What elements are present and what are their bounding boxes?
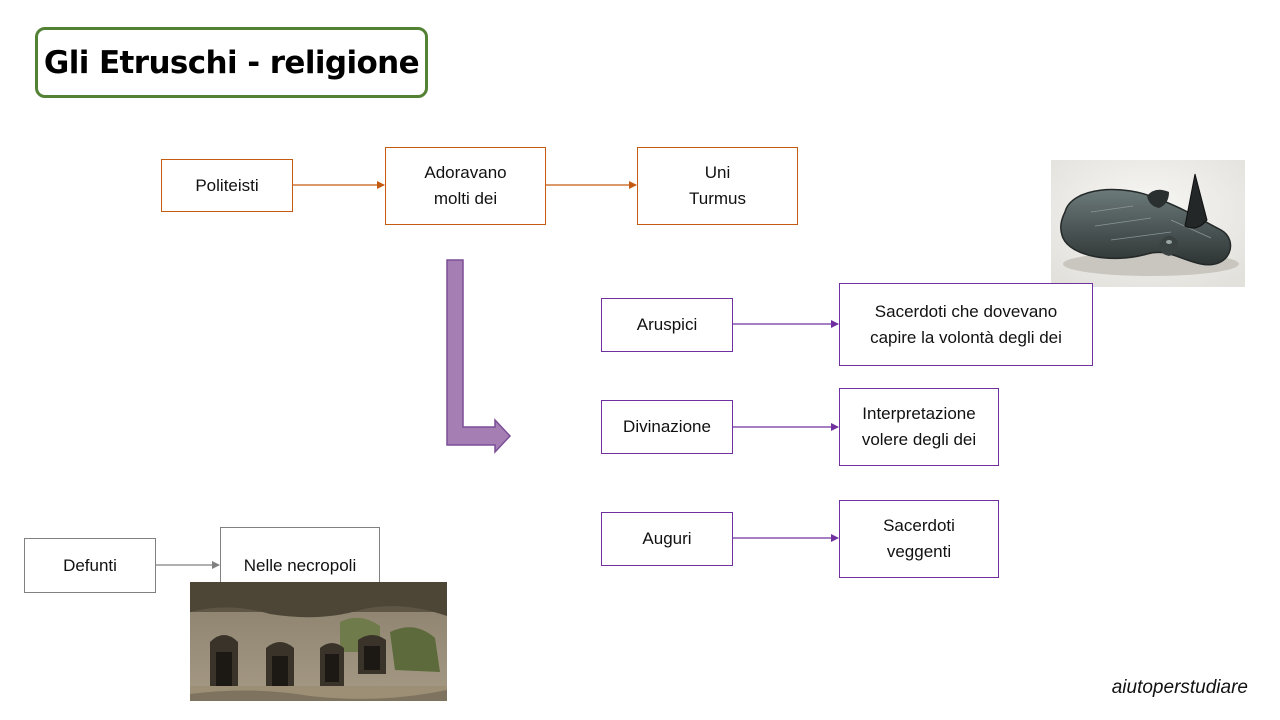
box-uni-turmus: Uni Turmus [637,147,798,225]
page-title: Gli Etruschi - religione [43,44,420,81]
box-necropoli-label: Nelle necropoli [243,556,357,575]
box-adoravano: Adoravano molti dei [385,147,546,225]
liver-photo [1051,160,1245,287]
box-auguri-desc-label: Sacerdoti veggenti [883,516,955,561]
box-divinazione-desc: Interpretazione volere degli dei [839,388,999,466]
box-adoravano-label: Adoravano molti dei [424,163,507,208]
box-defunti: Defunti [24,538,156,593]
box-aruspici-label: Aruspici [636,315,698,334]
title-box: Gli Etruschi - religione [35,27,428,98]
box-uni-turmus-label: Uni Turmus [689,163,746,208]
box-divinazione: Divinazione [601,400,733,454]
watermark-text: aiutoperstudiare [1111,677,1248,698]
necropolis-photo [190,582,447,701]
box-auguri-desc: Sacerdoti veggenti [839,500,999,578]
box-divinazione-label: Divinazione [623,417,711,436]
box-politeisti: Politeisti [161,159,293,212]
box-politeisti-label: Politeisti [195,175,259,195]
box-aruspici: Aruspici [601,298,733,352]
box-aruspici-desc-label: Sacerdoti che dovevano capire la volontà… [870,301,1062,347]
box-auguri-label: Auguri [642,529,692,548]
box-auguri: Auguri [601,512,733,566]
box-divinazione-desc-label: Interpretazione volere degli dei [861,404,977,449]
box-aruspici-desc: Sacerdoti che dovevano capire la volontà… [839,283,1093,366]
bent-arrow-down-right [446,259,512,454]
box-defunti-label: Defunti [63,555,117,575]
